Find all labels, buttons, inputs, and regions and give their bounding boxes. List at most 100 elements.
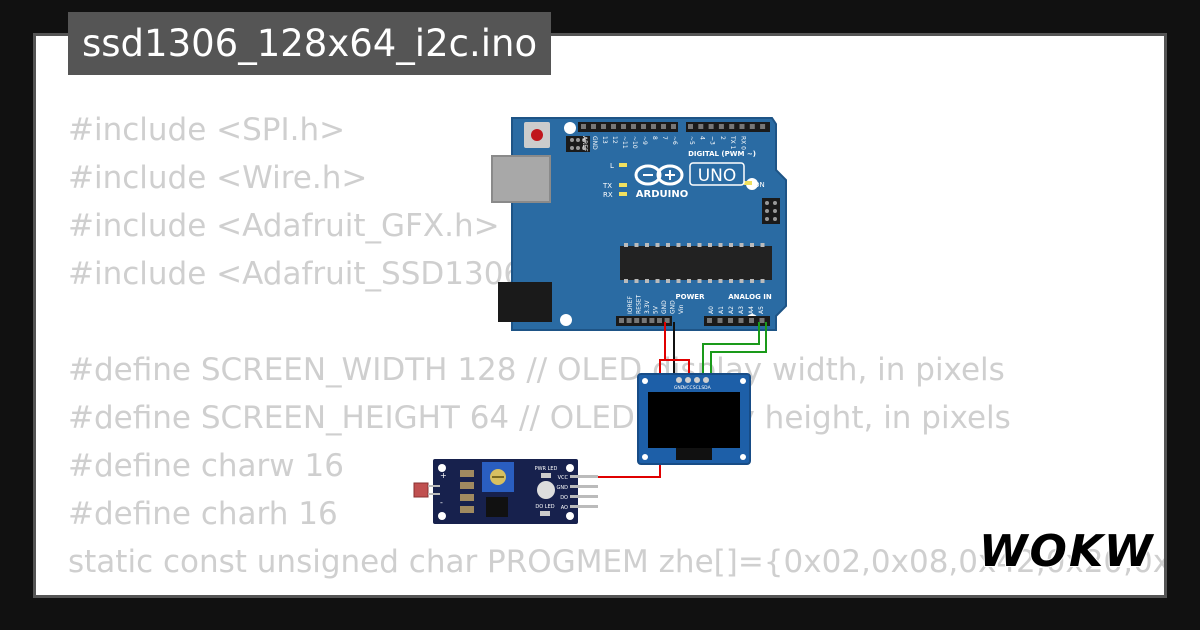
sensor-plus-label: +: [440, 471, 447, 480]
header-pin: [759, 318, 765, 323]
arduino-power-pin-label: Vin: [678, 304, 685, 314]
analog-label: ANALOG IN: [728, 293, 772, 301]
arduino-pin-label: 7: [661, 136, 668, 140]
chip-pin: [708, 243, 712, 247]
led-l: [619, 163, 627, 167]
arduino-power-pin-label: RESET: [636, 294, 643, 314]
chip-pin: [729, 279, 733, 283]
header-pin: [649, 318, 655, 323]
header-pin: [760, 124, 766, 129]
atmega-chip: [620, 243, 772, 283]
wires: [598, 322, 767, 478]
chip-pin: [666, 279, 670, 283]
arduino-pin-label: 8: [651, 136, 658, 140]
sensor-dome: [537, 481, 555, 499]
arduino-pin-label: ~9: [641, 136, 648, 145]
chip-pin: [708, 279, 712, 283]
arduino-power-pin-label: IOREF: [627, 296, 634, 314]
arduino-analog-pin-label: A0: [708, 306, 715, 314]
chip-pin: [697, 279, 702, 283]
arduino-analog-pin-label: A3: [738, 306, 745, 314]
mounting-hole: [560, 314, 572, 326]
arduino-model: UNO: [698, 166, 737, 186]
resistor: [460, 494, 474, 501]
led-rx-label: RX: [603, 191, 613, 199]
oled-flex: [676, 448, 712, 460]
header-pin: [651, 124, 656, 129]
chip-pin: [687, 279, 691, 283]
sensor-pin-label: AO: [561, 505, 568, 511]
chip-pin: [750, 243, 754, 247]
chip-pin: [729, 243, 733, 247]
chip-pin: [676, 243, 681, 247]
arduino-logo-icon: [634, 164, 684, 186]
arduino-pin-label: ~3: [709, 136, 716, 145]
wokwi-logo-text: WOKWi: [979, 526, 1155, 577]
oled-pin: [694, 377, 700, 383]
oled-pin: [703, 377, 709, 383]
code-listing: #include <SPI.h>#include <Wire.h>#includ…: [68, 106, 1167, 595]
arduino-power-pin-label: 5V: [653, 305, 660, 314]
uno-badge: [689, 162, 745, 186]
header-pin: [641, 318, 647, 323]
chip-pin: [739, 243, 744, 247]
code-line: #define charw 16: [68, 448, 344, 484]
chip-pin: [687, 243, 691, 247]
chip-pin: [718, 243, 723, 247]
arduino-pin-label: GND: [591, 136, 598, 150]
sensor-pin-label: GND: [557, 485, 569, 491]
header-pin: [601, 124, 606, 129]
header-pin: [739, 124, 745, 129]
header-pin: [708, 124, 714, 129]
header-pin: [749, 124, 755, 129]
oled-pin: [685, 377, 691, 383]
arduino-pin-label: AREF: [581, 136, 588, 152]
header-pin: [631, 124, 636, 129]
arduino-pin-label: ~11: [621, 136, 628, 149]
code-line: #define charh 16: [68, 496, 338, 532]
arduino-pin-label: TX 1: [729, 135, 736, 150]
sensor-pin: [570, 485, 598, 488]
potentiometer[interactable]: [482, 462, 514, 492]
arduino-pin-label: 4: [698, 136, 705, 140]
led-tx-label: TX: [602, 182, 612, 190]
header-top-right: [686, 122, 770, 132]
wire-scl[interactable]: [702, 322, 760, 378]
do-led-label: DO LED: [535, 504, 554, 510]
header-pin: [738, 318, 744, 323]
header-pin: [626, 318, 632, 323]
wire-5v-oled[interactable]: [664, 322, 690, 378]
arduino-pin-label: ~10: [631, 136, 638, 149]
code-line: #include <Adafruit_GFX.h>: [68, 208, 500, 244]
arduino-pin-label: ~6: [671, 136, 678, 145]
photoresistor-icon: [413, 482, 440, 498]
header-top-left: [578, 122, 678, 132]
header-pin: [707, 318, 712, 323]
header-pin: [581, 124, 586, 129]
chip-pin: [666, 243, 670, 247]
header-pin: [641, 124, 646, 129]
wire-sda[interactable]: [710, 322, 767, 378]
led-l-label: L: [610, 162, 614, 170]
chip-pin: [645, 279, 649, 283]
led-rx: [619, 192, 627, 196]
oled-pin-label: GND: [674, 385, 685, 391]
power-label: POWER: [676, 293, 706, 301]
header-pin: [698, 124, 704, 129]
led-on: [744, 181, 752, 185]
header-pin: [717, 318, 723, 323]
arduino-pin-label: 13: [601, 136, 608, 144]
code-line: static const unsigned char PROGMEM zhe[]…: [68, 544, 1167, 580]
wokwi-logo: WOKWi: [975, 520, 1170, 580]
sensor-pin: [570, 495, 598, 498]
header-pin: [591, 124, 596, 129]
led-on-label: ON: [754, 181, 765, 189]
chip-pin: [739, 279, 744, 283]
arduino-pin-label: ~5: [688, 136, 695, 145]
